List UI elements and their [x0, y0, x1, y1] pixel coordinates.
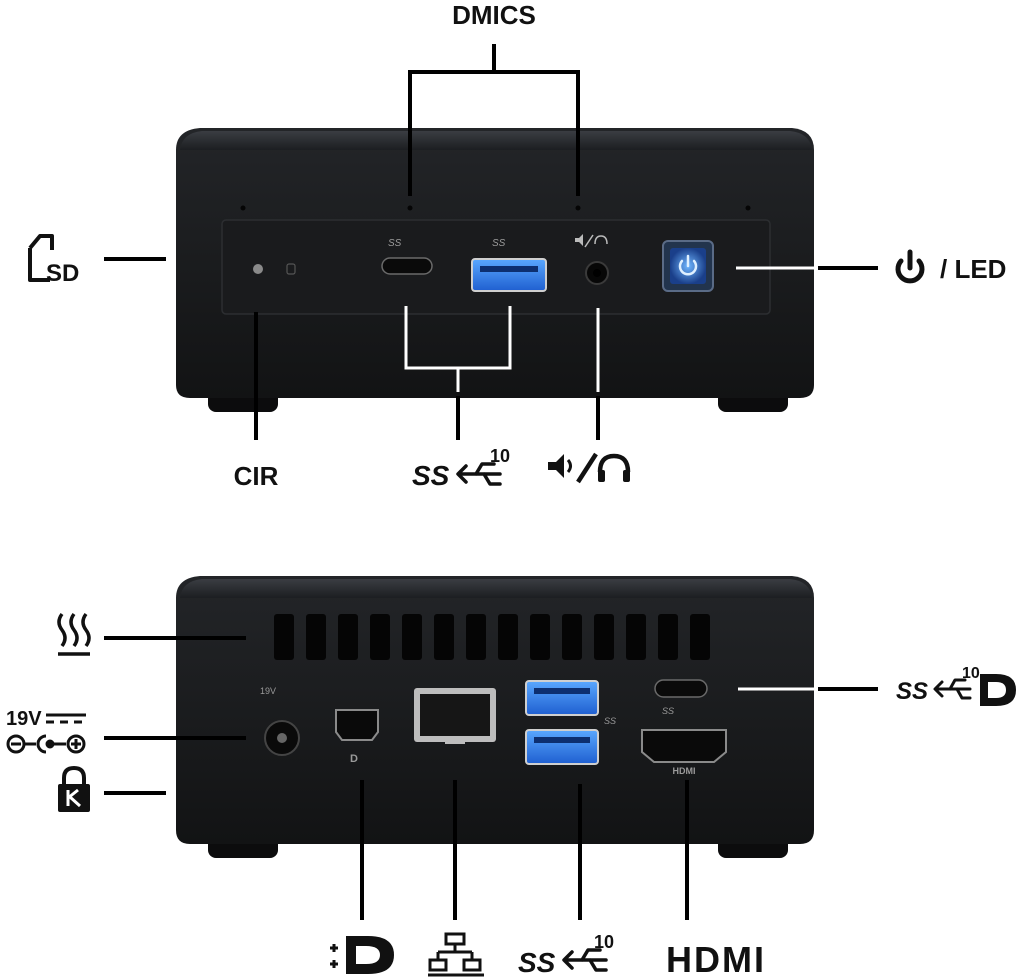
sd-card-icon [28, 234, 54, 282]
audio-jack-hole [593, 269, 601, 277]
rear-callouts: 19V [6, 612, 1016, 980]
dc-polarity-icon [6, 713, 86, 754]
displayport-icon [330, 936, 394, 974]
rear-panel-voltage: 19V [260, 686, 276, 696]
panel-audio-icon [575, 234, 608, 248]
svg-text:SS: SS [518, 947, 556, 978]
network-icon [428, 932, 484, 977]
front-usb-ss10-icon: SS 10 [412, 446, 510, 491]
usb-a-tongue [534, 737, 590, 743]
rear-usb-a-bottom [525, 729, 599, 765]
svg-text:10: 10 [594, 932, 614, 952]
svg-text:SS: SS [412, 460, 450, 491]
usb-a-tongue [534, 688, 590, 694]
svg-text:10: 10 [490, 446, 510, 466]
status-led [286, 263, 296, 275]
audio-headset-icon [548, 452, 631, 484]
front-chassis-top-edge [180, 131, 812, 150]
front-callouts: DMICS SD CIR SS 10 [28, 0, 1006, 491]
power-button-icon [678, 254, 698, 276]
mini-displayport [335, 709, 379, 741]
svg-text:10: 10 [962, 665, 980, 682]
cir-sensor [253, 264, 263, 274]
hdmi-label: HDMI [666, 939, 766, 980]
front-usb-a-port [471, 258, 547, 292]
mic-hole [407, 205, 413, 211]
hdmi-port [641, 729, 727, 763]
ethernet-port-inner [420, 694, 490, 736]
front-usba-ss-logo: SS [492, 238, 506, 249]
usbc-ss10-dp-icon: SS 10 [896, 665, 1016, 706]
rear-usb-ss10-icon: SS 10 [518, 932, 614, 978]
hdmi-panel-label: HDMI [673, 766, 696, 776]
heat-vent-icon [57, 612, 91, 656]
voltage-label: 19V [6, 708, 42, 730]
front-usbc-ss-logo: SS [388, 238, 402, 249]
rear-chassis-top-edge [180, 579, 812, 598]
rear-usbc-ss-logo: SS [662, 706, 674, 716]
dmics-label: DMICS [452, 0, 536, 30]
cir-label: CIR [234, 461, 279, 491]
dc-in-pin [277, 733, 287, 743]
power-led-label: / LED [940, 254, 1006, 284]
ethernet-clip [445, 736, 465, 744]
mic-hole [575, 205, 581, 211]
mdp-panel-logo: D [350, 753, 358, 765]
front-view: SS SS [176, 128, 814, 412]
rear-usba-ss-logo: SS [604, 716, 616, 726]
sd-label: SD [46, 260, 79, 287]
rear-view: 19V D SS SS HDMI [176, 576, 814, 858]
mic-hole [745, 205, 751, 211]
rear-usb-a-top [525, 680, 599, 716]
svg-text:SS: SS [896, 678, 928, 705]
front-usb-c-port [381, 257, 433, 275]
mic-hole [240, 205, 246, 211]
rear-usb-c-port [654, 679, 708, 698]
usb-a-tongue [480, 266, 538, 272]
kensington-lock-icon [58, 765, 90, 812]
rear-vents [274, 614, 710, 660]
power-icon [895, 249, 925, 284]
